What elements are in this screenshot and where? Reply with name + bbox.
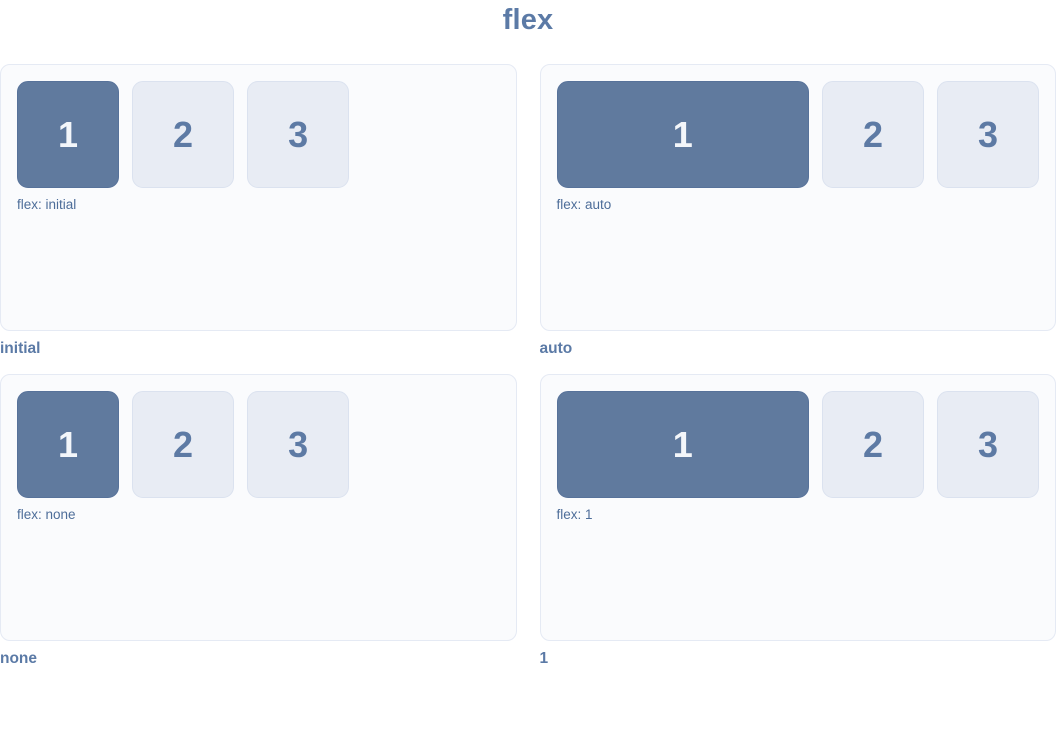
flex-box-2: 2 [821,80,924,188]
panel-label: none [0,649,38,667]
flex-row: 1 2 3 [556,390,1039,498]
demo-panel-auto: 1 2 3 flex: auto [539,63,1056,331]
flex-box-3: 3 [247,390,350,498]
demo-cell-initial: 1 2 3 flex: initial initial [0,63,517,358]
panel-caption: flex: none [17,506,76,522]
panel-caption: flex: auto [556,196,612,212]
flex-box-3: 3 [247,80,350,188]
flex-box-1: 1 [556,80,809,188]
panel-label: auto [539,339,573,357]
flex-box-2: 2 [132,390,235,498]
flex-box-1: 1 [556,390,809,498]
demo-cell-1: 1 2 3 flex: 1 1 [539,373,1056,668]
flex-row: 1 2 3 [17,390,500,498]
demo-panel-none: 1 2 3 flex: none [0,373,517,641]
demo-panel-1: 1 2 3 flex: 1 [539,373,1056,641]
panel-caption: flex: initial [17,196,77,212]
page-title: flex [502,4,554,36]
panel-label: 1 [539,649,549,667]
flex-box-3: 3 [936,390,1039,498]
flex-row: 1 2 3 [17,80,500,188]
demo-panel-initial: 1 2 3 flex: initial [0,63,517,331]
flex-box-3: 3 [936,80,1039,188]
flex-box-1: 1 [17,80,120,188]
panel-label: initial [0,339,41,357]
panel-caption: flex: 1 [556,506,593,522]
demo-cell-auto: 1 2 3 flex: auto auto [539,63,1056,358]
flex-box-1: 1 [17,390,120,498]
flex-row: 1 2 3 [556,80,1039,188]
flex-box-2: 2 [821,390,924,498]
flex-box-2: 2 [132,80,235,188]
demo-cell-none: 1 2 3 flex: none none [0,373,517,668]
demo-grid: 1 2 3 flex: initial initial 1 2 3 flex: … [0,63,1056,668]
